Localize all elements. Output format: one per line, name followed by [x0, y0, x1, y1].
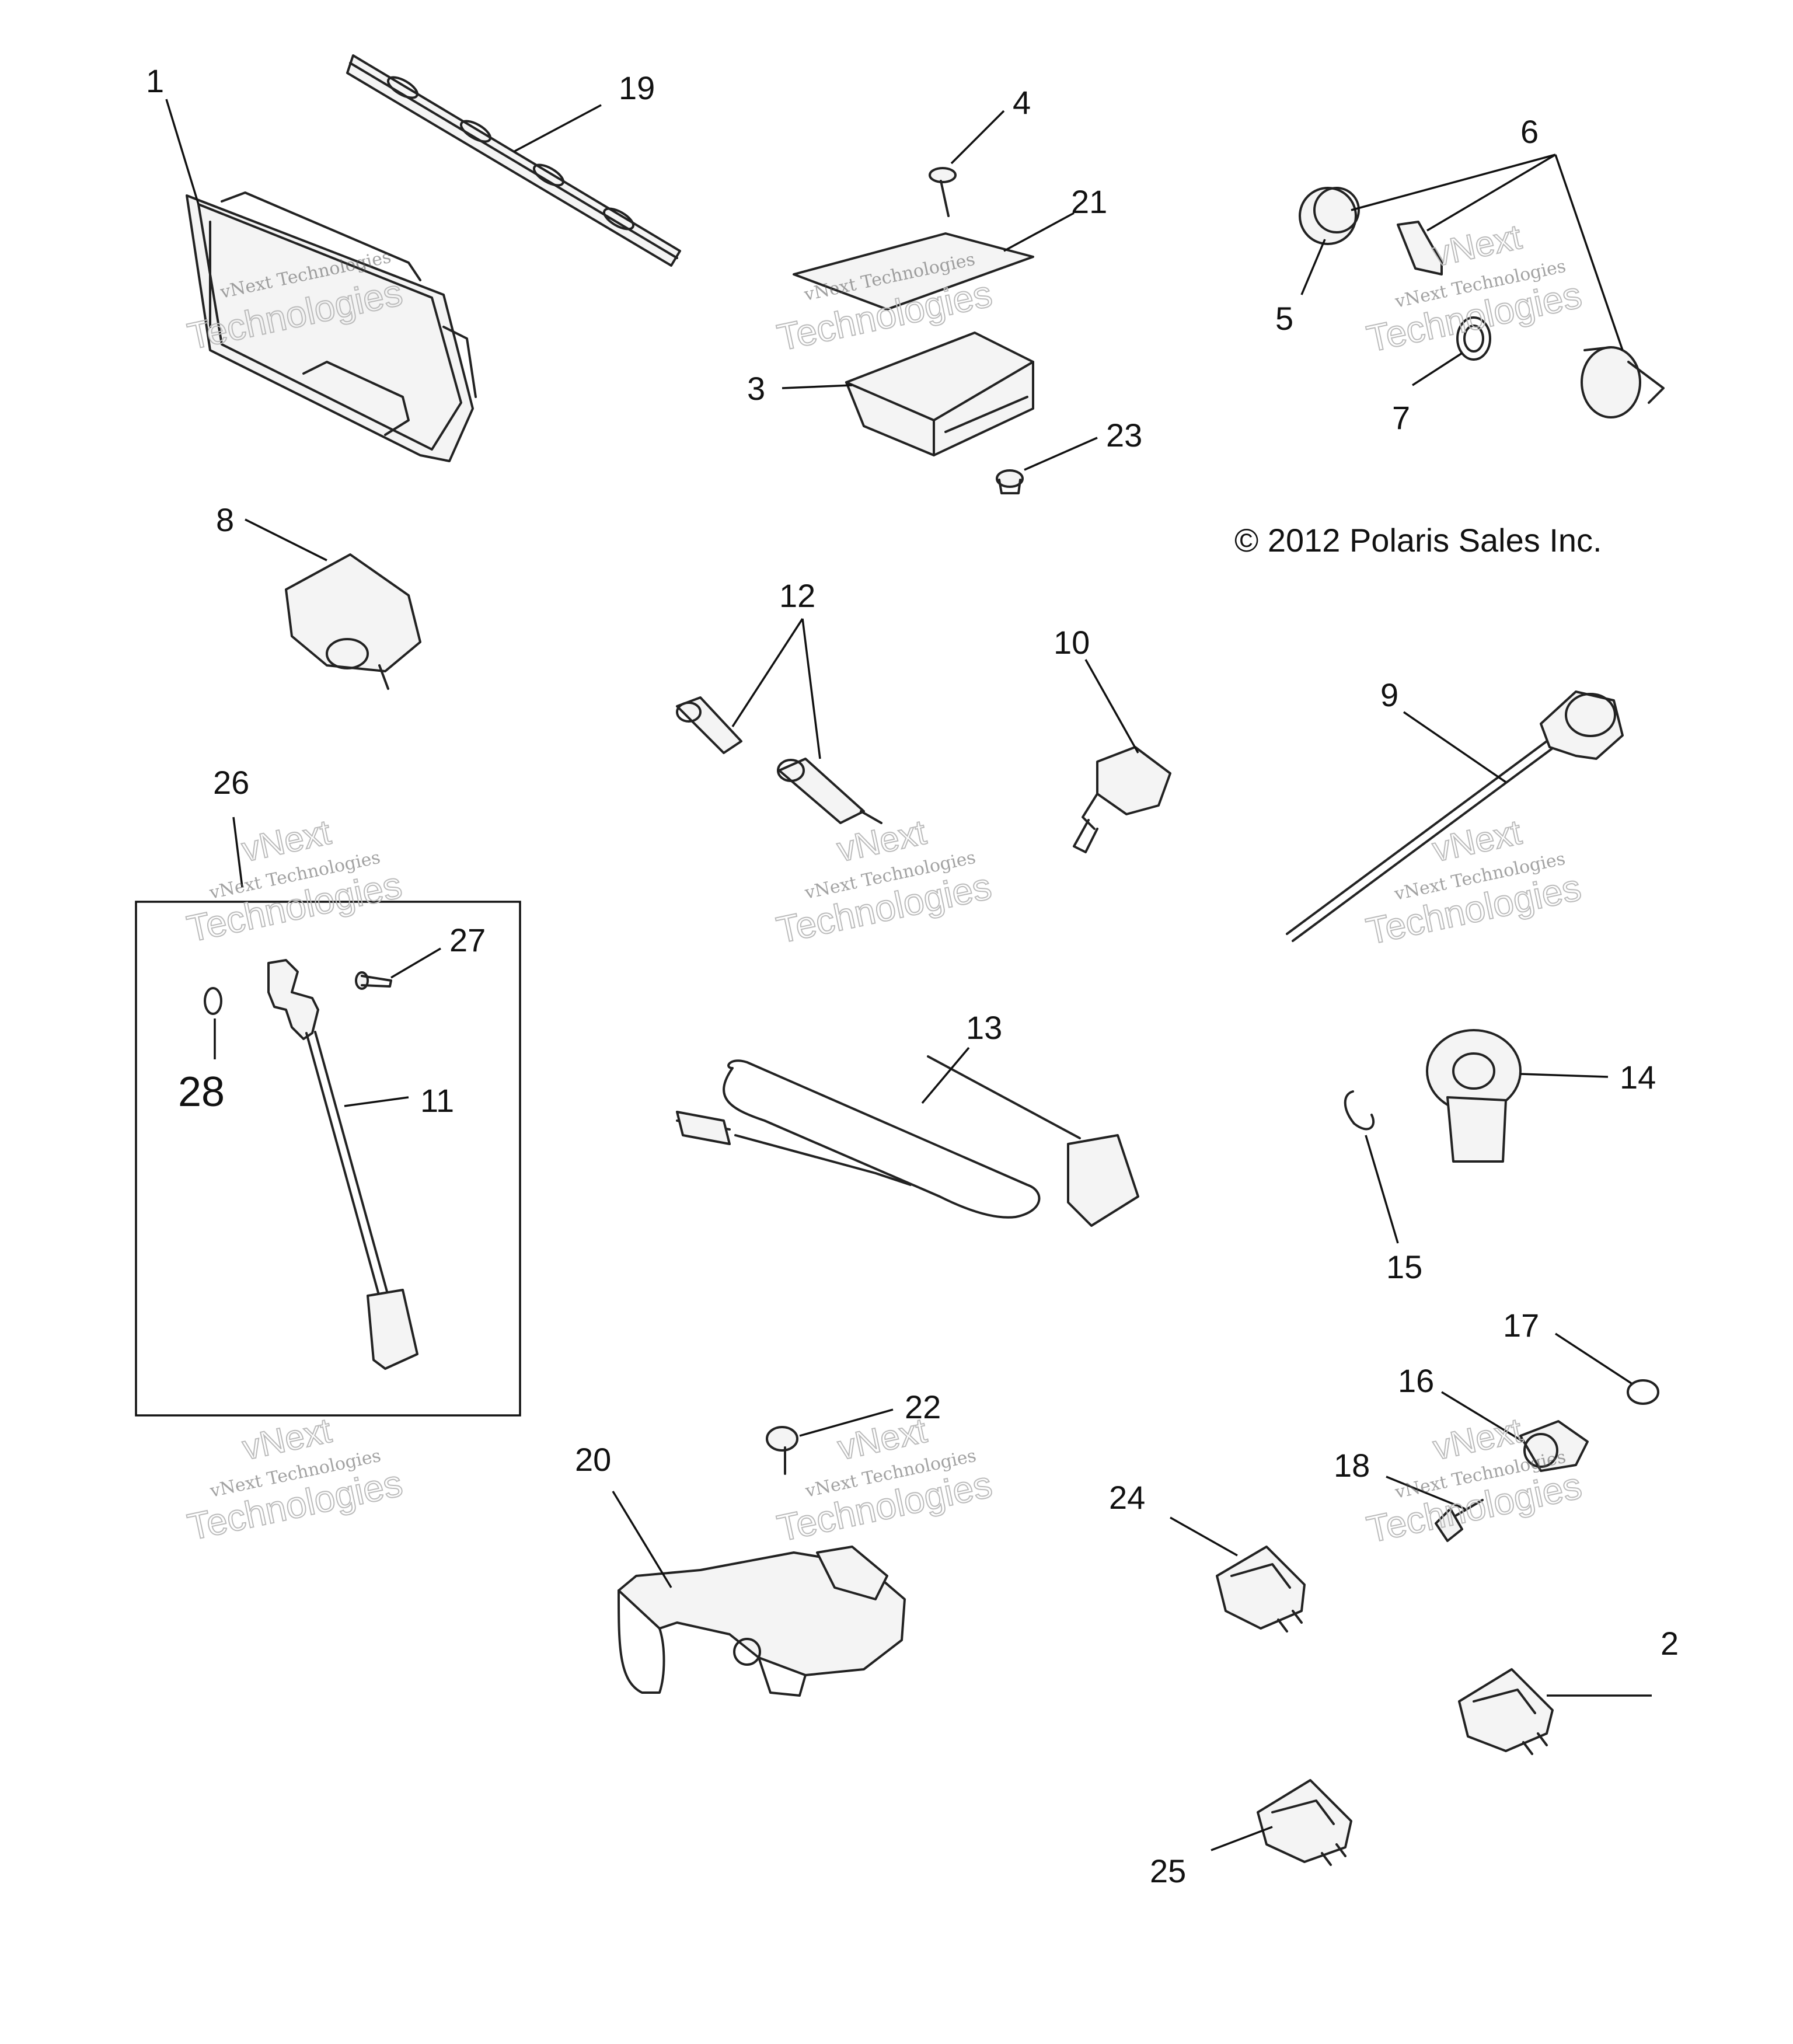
leader-26 [232, 817, 243, 888]
callout-26: 26 [213, 764, 249, 801]
leader-17 [1555, 1333, 1632, 1384]
watermark-3: vNext vNext Technologies Technologies [1363, 217, 1586, 361]
callout-7: 7 [1392, 399, 1410, 436]
part-11-speed-sensor [267, 959, 418, 1370]
watermark-8: vNext vNext Technologies Technologies [773, 1410, 996, 1550]
leader-19 [513, 104, 602, 153]
part-20-throttle-body [618, 1546, 906, 1697]
leader-23 [1024, 437, 1098, 471]
watermark-7: vNext vNext Technologies Technologies [183, 1410, 406, 1549]
leader-1 [165, 99, 200, 205]
part-24-relay [1216, 1546, 1306, 1633]
callout-27: 27 [449, 922, 486, 958]
leader-9 [1403, 711, 1506, 783]
callout-16: 16 [1398, 1362, 1434, 1399]
leader-12b [801, 618, 821, 759]
callout-28: 28 [178, 1069, 225, 1115]
callout-14: 14 [1620, 1059, 1656, 1096]
part-27-screw [355, 971, 392, 990]
part-9-probe-sensor [1286, 690, 1624, 942]
callout-8: 8 [216, 501, 234, 538]
leader-7 [1412, 352, 1463, 386]
callout-17: 17 [1503, 1307, 1539, 1344]
part-6-sensor [1581, 346, 1665, 418]
part-21-gasket [793, 232, 1034, 311]
leader-10 [1084, 659, 1139, 754]
leader-6b [1426, 154, 1556, 232]
part-3-control-box [845, 332, 1034, 456]
leader-14 [1520, 1073, 1609, 1078]
leader-6c [1554, 154, 1624, 351]
leader-27 [390, 947, 441, 979]
leader-24 [1170, 1516, 1238, 1557]
callout-15: 15 [1386, 1248, 1422, 1285]
part-2-relay [1458, 1668, 1554, 1755]
part-25-relay [1257, 1779, 1352, 1866]
callout-19: 19 [619, 69, 655, 106]
part-19-bracket [346, 54, 681, 267]
leader-20 [612, 1491, 672, 1588]
copyright-text: © 2012 Polaris Sales Inc. [1234, 522, 1602, 559]
leader-15 [1365, 1135, 1399, 1244]
leader-13 [921, 1047, 970, 1104]
part-28-oring [204, 987, 222, 1015]
part-10-temp-sensor [1073, 746, 1171, 853]
part-18-bolt [1435, 1499, 1484, 1542]
callout-4: 4 [1013, 84, 1031, 121]
part-23-grommet [996, 469, 1024, 494]
leader-11 [344, 1096, 409, 1107]
callout-10: 10 [1054, 624, 1090, 661]
part-6-clip [1397, 221, 1443, 275]
part-7-washer [1456, 316, 1491, 361]
part-14-knock-sensor [1426, 1029, 1522, 1163]
part-12-pins [676, 696, 882, 824]
callout-1: 1 [146, 62, 164, 99]
watermark-5: vNext vNext Technologies Technologies [772, 812, 995, 952]
kit-box-26 [135, 901, 521, 1417]
part-4-screw [929, 167, 957, 217]
leader-6a [1351, 154, 1556, 211]
leader-25 [1211, 1826, 1273, 1851]
leader-22 [799, 1408, 894, 1437]
leader-16 [1441, 1391, 1524, 1443]
leader-12a [731, 618, 804, 727]
watermark-6: vNext vNext Technologies Technologies [1362, 812, 1585, 953]
part-15-clip [1344, 1090, 1375, 1131]
callout-21: 21 [1071, 183, 1107, 220]
callout-9: 9 [1380, 676, 1398, 713]
part-5-cap [1299, 187, 1360, 245]
callout-6: 6 [1520, 113, 1539, 150]
part-17-oring [1627, 1379, 1659, 1405]
callout-3: 3 [747, 370, 765, 407]
part-1-ecu [186, 191, 477, 462]
callout-13: 13 [966, 1009, 1002, 1046]
leader-21 [1003, 212, 1075, 252]
callout-20: 20 [575, 1441, 611, 1478]
leader-4 [950, 110, 1005, 165]
part-22-screw [766, 1426, 798, 1475]
part-13-harness [676, 1055, 1139, 1227]
part-8-map-sensor [285, 553, 421, 690]
svg-text:vNext: vNext [1429, 217, 1525, 274]
part-16-sensor [1519, 1420, 1589, 1472]
callout-23: 23 [1106, 417, 1142, 454]
callout-18: 18 [1334, 1447, 1370, 1484]
callout-5: 5 [1275, 300, 1293, 337]
callout-11: 11 [420, 1082, 454, 1119]
callout-12: 12 [779, 577, 815, 614]
callout-25: 25 [1150, 1853, 1186, 1889]
leader-5 [1300, 239, 1326, 295]
leader-3 [782, 384, 853, 389]
leader-18 [1386, 1476, 1466, 1510]
watermark-4: vNext vNext Technologies Technologies [183, 812, 406, 951]
leader-8 [245, 518, 327, 561]
callout-2: 2 [1661, 1625, 1679, 1662]
callout-24: 24 [1109, 1479, 1145, 1516]
callout-22: 22 [905, 1389, 941, 1425]
